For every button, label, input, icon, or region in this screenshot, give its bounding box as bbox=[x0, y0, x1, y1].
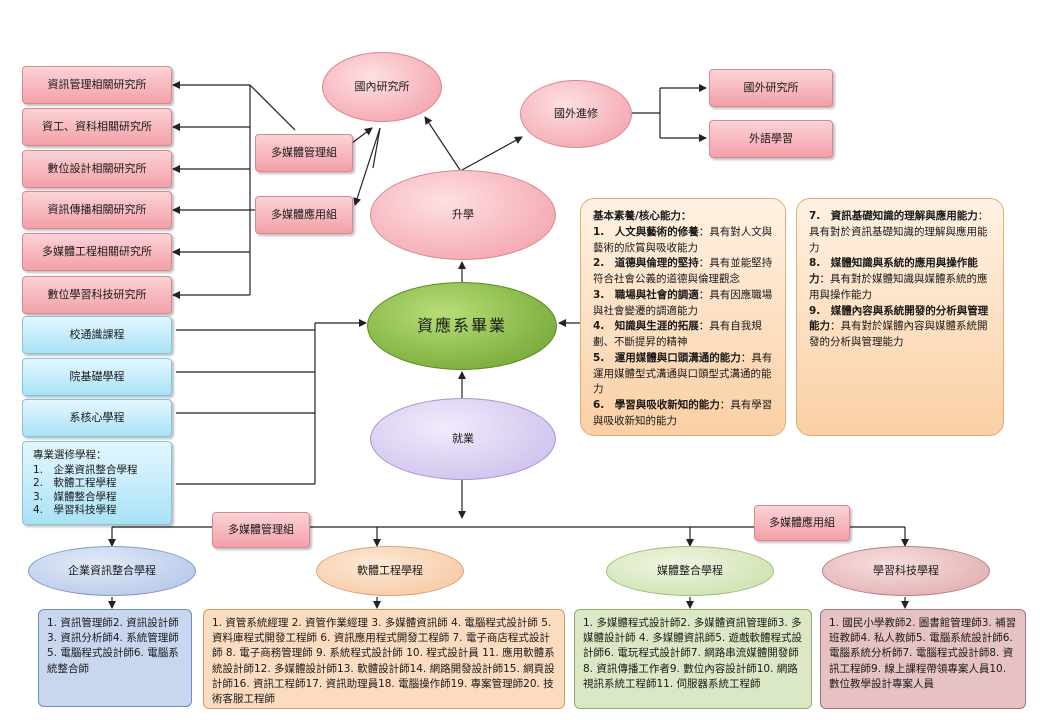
jobs-learning: 1. 國民小學教師2. 圖書館管理師3. 補習班教師4. 私人教師5. 電腦系統… bbox=[820, 609, 1026, 709]
group-application-node: 多媒體應用組 bbox=[255, 196, 353, 234]
further-study-node: 升學 bbox=[370, 170, 556, 260]
course-department: 系核心學程 bbox=[22, 399, 172, 437]
course-general: 校通識課程 bbox=[22, 316, 172, 354]
grad-field-2: 資工、資科相關研究所 bbox=[22, 108, 172, 146]
track-learning: 學習科技學程 bbox=[822, 546, 990, 596]
track-enterprise: 企業資訊整合學程 bbox=[28, 546, 196, 596]
grad-field-6: 數位學習科技研究所 bbox=[22, 276, 172, 314]
elective-item: 4. 學習科技學程 bbox=[33, 503, 117, 516]
competency-item: 9. 媒體內容與系統開發的分析與管理能力：具有對於媒體內容與媒體系統開發的分析與… bbox=[809, 304, 989, 349]
grad-field-3: 數位設計相關研究所 bbox=[22, 150, 172, 188]
jobs-software: 1. 資管系統經理 2. 資管作業經理 3. 多媒體資訊師 4. 電腦程式設計師… bbox=[203, 609, 565, 709]
track-software: 軟體工程學程 bbox=[316, 546, 464, 596]
course-college: 院基礎學程 bbox=[22, 358, 172, 396]
group-management-node: 多媒體管理組 bbox=[255, 134, 353, 172]
competencies-left: 基本素養/核心能力： 1. 人文與藝術的修養：具有對人文與藝術的欣賞與吸收能力 … bbox=[580, 198, 786, 436]
track-media: 媒體整合學程 bbox=[606, 546, 774, 596]
grad-field-5: 多媒體工程相關研究所 bbox=[22, 233, 172, 271]
elective-item: 1. 企業資訊整合學程 bbox=[33, 464, 138, 477]
abroad-node: 國外進修 bbox=[520, 80, 632, 148]
language-node: 外語學習 bbox=[709, 120, 833, 158]
employment-node: 就業 bbox=[370, 398, 556, 480]
competency-item: 5. 運用媒體與口頭溝通的能力：具有運用媒體型式溝通與口頭型式溝通的能力 bbox=[593, 351, 773, 396]
competencies-right: 7. 資訊基礎知識的理解與應用能力：具有對於資訊基礎知識的理解與應用能力 8. … bbox=[796, 198, 1004, 436]
grad-field-1: 資訊管理相關研究所 bbox=[22, 66, 172, 104]
bottom-group-application: 多媒體應用組 bbox=[754, 505, 850, 541]
competency-item: 2. 道德與倫理的堅持：具有並能堅持符合社會公義的道德與倫理觀念 bbox=[593, 257, 773, 285]
foreign-grad-node: 國外研究所 bbox=[709, 69, 833, 107]
bottom-group-management: 多媒體管理組 bbox=[212, 512, 310, 548]
elective-item: 3. 媒體整合學程 bbox=[33, 490, 117, 503]
competency-item: 7. 資訊基礎知識的理解與應用能力：具有對於資訊基礎知識的理解與應用能力 bbox=[809, 210, 989, 254]
jobs-enterprise: 1. 資訊管理師2. 資訊設計師3. 資訊分析師4. 系統管理師5. 電腦程式設… bbox=[38, 609, 192, 707]
elective-item: 2. 軟體工程學程 bbox=[33, 477, 117, 490]
center-node: 資應系畢業 bbox=[367, 282, 557, 370]
competency-heading: 基本素養/核心能力： bbox=[593, 210, 692, 222]
competency-item: 8. 媒體知識與系統的應用與操作能力：具有對於媒體知識與媒體系統的應用與操作能力 bbox=[809, 257, 988, 301]
competency-item: 1. 人文與藝術的修養：具有對人文與藝術的欣賞與吸收能力 bbox=[593, 225, 773, 254]
electives-title: 專業選修學程： bbox=[33, 449, 107, 462]
jobs-media: 1. 多媒體程式設計師2. 多媒體資訊管理師3. 多媒體設計師 4. 多媒體資訊… bbox=[574, 609, 812, 709]
competency-item: 4. 知識與生涯的拓展：具有自我規劃、不斷提昇的精神 bbox=[593, 320, 762, 348]
electives-box: 專業選修學程： 1. 企業資訊整合學程 2. 軟體工程學程 3. 媒體整合學程 … bbox=[22, 441, 172, 525]
grad-field-4: 資訊傳播相關研究所 bbox=[22, 191, 172, 229]
competency-item: 3. 職場與社會的調適：具有因應職場與社會變遷的調適能力 bbox=[593, 288, 773, 317]
competency-item: 6. 學習與吸收新知的能力：具有學習與吸收新知的能力 bbox=[593, 399, 773, 427]
domestic-grad-node: 國內研究所 bbox=[322, 52, 442, 122]
